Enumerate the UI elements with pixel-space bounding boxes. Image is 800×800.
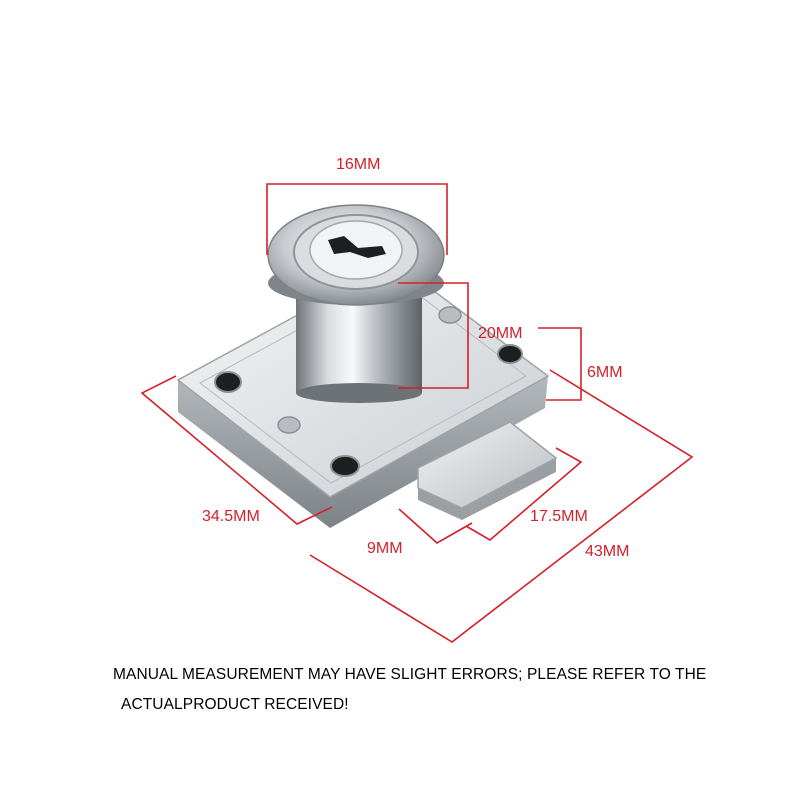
label-17-5mm: 17.5MM: [530, 508, 588, 525]
label-16mm: 16MM: [336, 156, 380, 173]
dim-line-17-5mm: [465, 447, 583, 541]
mounting-hole-bottom: [330, 455, 360, 477]
plate-edge: [178, 376, 548, 528]
dim-line-34-5mm: [140, 375, 333, 525]
dim-line-20mm: [398, 282, 469, 389]
label-20mm: 20MM: [478, 325, 522, 342]
mounting-hole-left: [214, 371, 242, 393]
dim-line-6mm: [538, 327, 582, 401]
cylinder-base: [296, 383, 422, 403]
measurement-note-line1: MANUAL MEASUREMENT MAY HAVE SLIGHT ERROR…: [113, 666, 707, 683]
label-6mm: 6MM: [587, 364, 623, 381]
dim-line-9mm: [398, 508, 473, 544]
mounting-hole-right: [497, 344, 523, 364]
label-34-5mm: 34.5MM: [202, 508, 260, 525]
lock-bolt: [417, 421, 558, 509]
dimension-lines: [140, 183, 694, 643]
label-43mm: 43MM: [585, 543, 629, 560]
dim-line-43mm: [309, 369, 694, 643]
keyhole-icon: [328, 236, 386, 258]
rivet-left: [277, 416, 301, 434]
dim-line-16mm: [266, 183, 448, 255]
label-9mm: 9MM: [367, 540, 403, 557]
rivet-top: [438, 306, 462, 324]
measurement-note-line2: ACTUALPRODUCT RECEIVED!: [121, 696, 349, 713]
